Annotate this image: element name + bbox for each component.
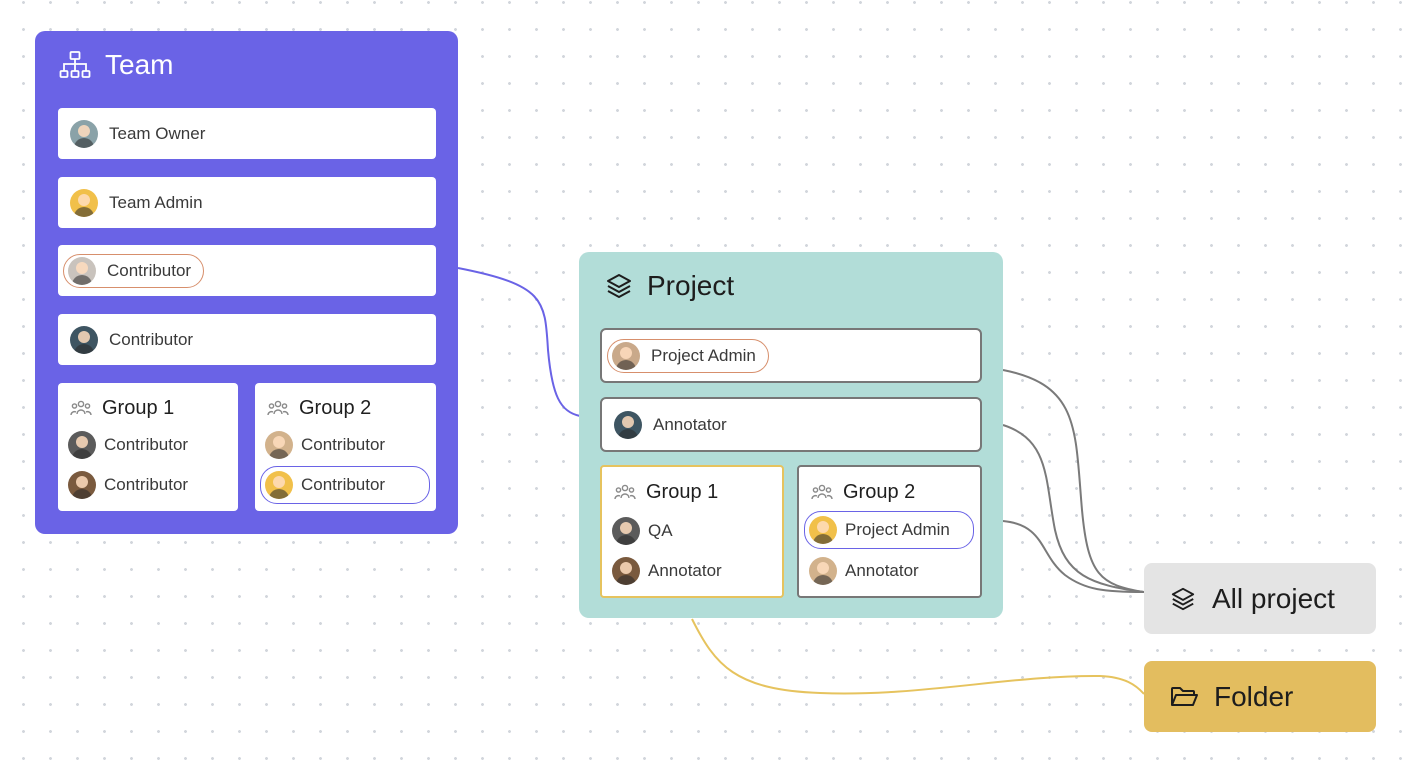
avatar <box>70 119 98 148</box>
avatar <box>612 557 640 585</box>
avatar <box>68 431 96 459</box>
member-label: Contributor <box>104 475 189 494</box>
group-title: Group 1 <box>102 397 175 419</box>
group-member: Contributor <box>68 468 188 502</box>
group-header: Group 1 <box>614 481 718 504</box>
project-annotator-row[interactable]: Annotator <box>600 397 982 452</box>
project-title: Project <box>605 270 734 302</box>
team-panel: Team Team Owner Team Admin Contributor C… <box>35 31 458 534</box>
group-title: Group 1 <box>646 481 719 503</box>
member-label: Contributor <box>107 260 192 280</box>
layers-icon <box>1171 587 1195 610</box>
folder-icon <box>1171 686 1198 706</box>
project-admin-row[interactable]: Project Admin <box>600 328 982 383</box>
group-member: Annotator <box>612 554 722 588</box>
member-label: Team Owner <box>109 123 206 143</box>
member-label: Annotator <box>845 561 919 580</box>
group-people-icon <box>811 484 833 499</box>
layers-icon <box>607 274 631 298</box>
team-title: Team <box>59 49 173 81</box>
member-chip: Team Admin <box>58 186 215 220</box>
avatar <box>70 188 98 217</box>
avatar <box>612 517 640 545</box>
team-group-1-card[interactable]: Group 1 Contributor Contributor <box>58 383 238 511</box>
group-member: Annotator <box>809 554 919 588</box>
member-chip-highlighted: Project Admin <box>607 338 769 373</box>
folder-node[interactable]: Folder <box>1144 661 1376 732</box>
avatar <box>265 431 293 459</box>
project-panel: Project Project Admin Annotator Group 1 … <box>579 252 1003 618</box>
member-chip-highlighted: Contributor <box>63 253 205 288</box>
member-chip: Annotator <box>602 408 739 442</box>
annotator-to-all-project-connector <box>1002 424 1145 593</box>
group2-to-all-project-connector <box>1002 520 1145 593</box>
team-contributor-row[interactable]: Contributor <box>58 314 436 365</box>
member-label: Contributor <box>109 329 194 349</box>
member-label: Project Admin <box>845 520 950 539</box>
team-admin-row[interactable]: Team Admin <box>58 177 436 228</box>
team-owner-row[interactable]: Team Owner <box>58 108 436 159</box>
project-group-2-card[interactable]: Group 2 Project Admin Annotator <box>797 465 982 598</box>
avatar <box>70 325 98 354</box>
avatar <box>809 516 837 544</box>
group-header: Group 1 <box>70 397 174 420</box>
project-title-text: Project <box>647 270 735 301</box>
folder-label: Folder <box>1214 680 1294 712</box>
member-label: Contributor <box>301 475 386 494</box>
member-label: QA <box>648 521 673 540</box>
group-header: Group 2 <box>267 397 371 420</box>
member-label: Contributor <box>301 435 386 454</box>
group-member: QA <box>612 514 673 548</box>
all-project-label: All project <box>1212 582 1335 614</box>
group-people-icon <box>267 400 289 415</box>
group-member-highlighted: Project Admin <box>804 511 974 549</box>
avatar <box>612 341 640 370</box>
team-group-2-card[interactable]: Group 2 Contributor Contributor <box>255 383 436 511</box>
all-project-node[interactable]: All project <box>1144 563 1376 634</box>
group-header: Group 2 <box>811 481 915 504</box>
group-people-icon <box>70 400 92 415</box>
project-group-1-card[interactable]: Group 1 QA Annotator <box>600 465 784 598</box>
avatar <box>68 256 96 285</box>
group-title: Group 2 <box>843 481 916 503</box>
group-member-highlighted: Contributor <box>260 466 430 504</box>
avatar <box>809 557 837 585</box>
team-to-project-connector <box>457 267 581 417</box>
group-member: Contributor <box>265 428 385 462</box>
group-title: Group 2 <box>299 397 372 419</box>
org-chart-icon <box>59 51 91 78</box>
project-admin-to-all-project-connector <box>1002 369 1145 593</box>
member-label: Project Admin <box>651 345 756 365</box>
member-chip: Contributor <box>58 323 205 357</box>
team-title-text: Team <box>105 49 174 80</box>
avatar <box>265 471 293 499</box>
member-label: Team Admin <box>109 192 203 212</box>
member-label: Annotator <box>653 414 727 434</box>
group-member: Contributor <box>68 428 188 462</box>
avatar <box>68 471 96 499</box>
avatar <box>614 410 642 439</box>
member-label: Annotator <box>648 561 722 580</box>
member-chip: Team Owner <box>58 117 217 151</box>
member-label: Contributor <box>104 435 189 454</box>
team-contributor-row-highlighted[interactable]: Contributor <box>58 245 436 296</box>
group-people-icon <box>614 484 636 499</box>
project-to-folder-connector <box>691 618 1145 695</box>
